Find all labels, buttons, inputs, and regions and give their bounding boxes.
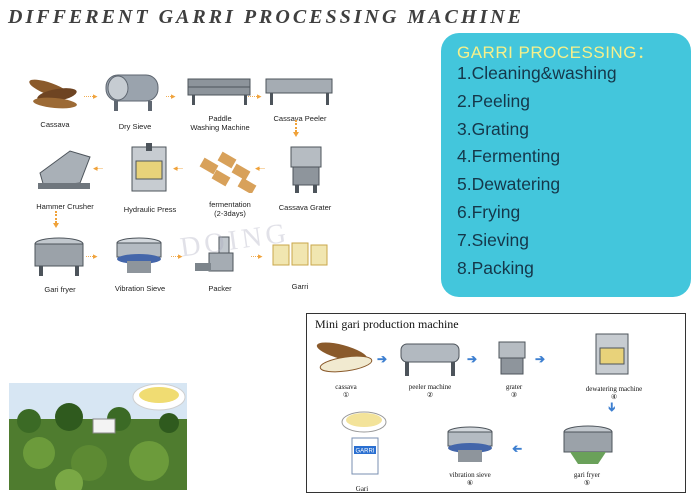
vibration-sieve-icon [447, 426, 493, 462]
flow-arrow: ◂··· [93, 163, 103, 173]
cassava-label: Cassava [40, 120, 70, 129]
mini-step-number: ④ [610, 393, 618, 401]
mini-production-panel: Mini gari production machine cassava ① ➔… [306, 313, 686, 493]
dewatering-machine-icon [595, 333, 629, 375]
hydraulic-press-icon [131, 143, 167, 192]
mini-arrow: ➔ [377, 352, 388, 366]
packer-label: Packer [208, 284, 232, 293]
mini-panel-title: Mini gari production machine [315, 317, 459, 331]
paddle-washer-node: Paddle Washing Machine [180, 75, 260, 132]
flow-arrow: ◂··· [255, 163, 265, 173]
mini-step-label: cassava [335, 383, 357, 391]
mini-gari-node: GARRI Gari [327, 408, 397, 493]
processing-step: 2.Peeling [457, 90, 530, 111]
grater-label: Cassava Grater [278, 203, 332, 212]
processing-step: 1.Cleaning&washing [457, 63, 617, 83]
hammer-crusher-label: Hammer Crusher [36, 202, 94, 211]
mini-step-number: ③ [510, 391, 518, 399]
mini-arrow: ➔ [535, 352, 546, 366]
flow-arrow: ····▸ [85, 251, 97, 261]
mini-step-label: Gari [355, 485, 369, 493]
cassava-field-photo [9, 383, 187, 490]
gari-fryer-node: Gari fryer [20, 230, 100, 294]
garri-node: Garri [260, 237, 340, 291]
mini-step-number: ① [342, 391, 350, 399]
gari-fryer-icon [34, 237, 84, 276]
mini-dewatering-node: dewatering machine ④ [559, 330, 669, 401]
gari-fryer-icon [563, 425, 613, 464]
grater-icon [290, 146, 322, 193]
peeler-label: Cassava Peeler [273, 114, 327, 123]
cassava-icon [29, 79, 77, 109]
processing-step: 3.Grating [457, 118, 529, 139]
grater-node: Cassava Grater [265, 141, 345, 212]
mini-fryer-node: gari fryer ⑤ [542, 422, 632, 487]
page-title: DIFFERENT GARRI PROCESSING MACHINE [8, 6, 525, 28]
peeler-node: Cassava Peeler [260, 73, 340, 123]
cassava-node: Cassava [15, 73, 95, 129]
mini-step-label: vibration sieve [449, 471, 491, 479]
garri-label: Garri [291, 282, 309, 291]
flow-arrow: ····▸ [170, 251, 182, 261]
mini-cassava-node: cassava ① [311, 338, 381, 399]
dry-sieve-node: Dry Sieve [95, 65, 175, 131]
processing-step: 5.Dewatering [457, 174, 561, 195]
grater-icon [498, 341, 526, 375]
flow-arrow: ···▸ [165, 91, 175, 101]
mini-peeler-node: peeler machine ② [395, 338, 465, 399]
gari-bag-text: GARRI [355, 449, 374, 455]
garri-bags-icon [272, 242, 328, 266]
flow-arrow-down [293, 120, 299, 137]
mini-step-label: gari fryer [573, 471, 601, 479]
peeler-icon [265, 78, 333, 105]
processing-heading: GARRI PROCESSING： [457, 43, 655, 62]
mini-step-label: dewatering machine [585, 385, 643, 393]
cassava-icon [316, 342, 373, 373]
packer-icon [195, 236, 234, 272]
paddle-washer-icon [187, 78, 251, 105]
fermentation-label: fermentation (2-3days) [209, 200, 251, 218]
flow-arrow-down [53, 211, 59, 228]
mini-arrow: ➔ [605, 401, 620, 413]
flow-arrow: ◂··· [173, 163, 183, 173]
garri-flow-diagram: Cassava ·····▸ Dry Sieve ···▸ Paddle Was… [25, 65, 425, 300]
cassava-field-image [9, 383, 187, 490]
mini-step-number: ② [426, 391, 434, 399]
processing-step: 6.Frying [457, 201, 521, 222]
gari-fryer-label: Gari fryer [44, 285, 76, 294]
hydraulic-press-node: Hydraulic Press [110, 143, 190, 214]
hydraulic-press-label: Hydraulic Press [123, 205, 177, 214]
flow-arrow: ····▸ [250, 251, 262, 261]
mini-step-label: peeler machine [408, 383, 452, 391]
hammer-crusher-icon [38, 150, 91, 189]
packer-node: Packer [180, 233, 260, 293]
vibration-sieve-label: Vibration Sieve [114, 284, 166, 293]
paddle-washer-label: Paddle Washing Machine [190, 114, 250, 132]
dry-sieve-icon [105, 74, 159, 111]
dry-sieve-label: Dry Sieve [118, 122, 152, 131]
gari-product-icon: GARRI [341, 411, 387, 475]
mini-grater-node: grater ③ [479, 338, 549, 399]
garri-processing-box: GARRI PROCESSING： 1.Cleaning&washing 2.P… [441, 33, 691, 297]
vibration-sieve-node: Vibration Sieve [100, 233, 180, 293]
flow-arrow: ·····▸ [247, 91, 261, 101]
mini-step-number: ⑤ [583, 479, 591, 487]
vibration-sieve-icon [116, 237, 162, 273]
processing-step: 8.Packing [457, 257, 534, 278]
peeler-icon [400, 343, 460, 376]
fermentation-node: fermentation (2-3days) [190, 147, 270, 218]
mini-step-label: grater [505, 383, 523, 391]
mini-step-number: ⑥ [466, 479, 474, 487]
mini-arrow: ➔ [467, 352, 478, 366]
processing-step: 4.Fermenting [457, 146, 561, 167]
flow-arrow: ·····▸ [83, 91, 97, 101]
processing-step: 7.Sieving [457, 229, 529, 250]
hammer-crusher-node: Hammer Crusher [25, 143, 105, 211]
mini-vibration-sieve-node: vibration sieve ⑥ [425, 422, 515, 487]
fermentation-bags-icon [199, 151, 257, 195]
